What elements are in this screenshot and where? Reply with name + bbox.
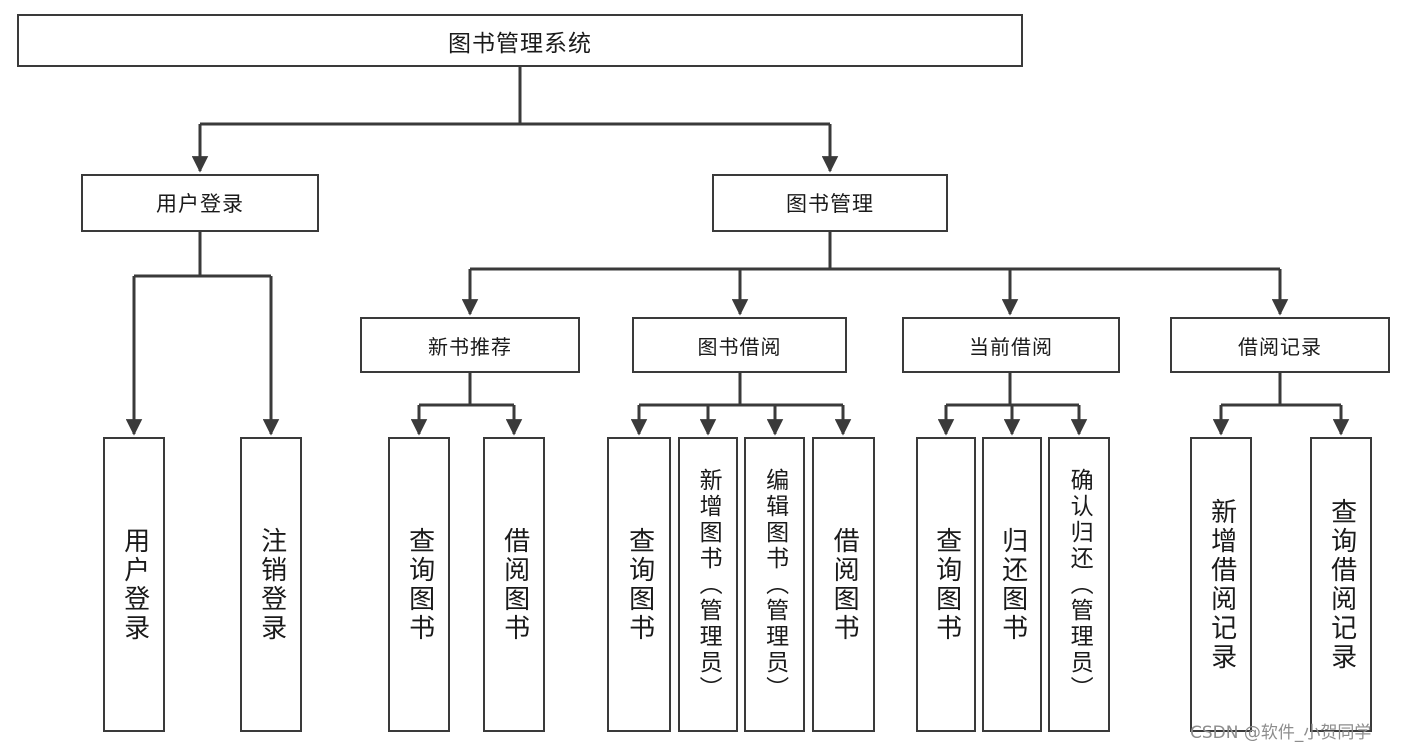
- node-root[interactable]: 图书管理系统: [17, 14, 1023, 67]
- node-borrow-records-label: 借阅记录: [1238, 334, 1322, 359]
- node-root-label: 图书管理系统: [448, 30, 592, 57]
- node-leaf-borrow-book-new[interactable]: 借阅图书: [483, 437, 545, 732]
- node-leaf-label: 归还图书: [997, 526, 1028, 643]
- node-leaf-add-borrow-record[interactable]: 新增借阅记录: [1190, 437, 1252, 732]
- node-new-book-recommend-label: 新书推荐: [428, 334, 512, 359]
- node-leaf-label: 用户登录: [119, 526, 150, 643]
- node-leaf-label: 确认归还（管理员）: [1066, 467, 1093, 702]
- node-leaf-label: 借阅图书: [499, 526, 530, 643]
- node-leaf-borrow-book[interactable]: 借阅图书: [812, 437, 875, 732]
- node-leaf-add-book-admin[interactable]: 新增图书（管理员）: [678, 437, 738, 732]
- node-leaf-confirm-return-admin[interactable]: 确认归还（管理员）: [1048, 437, 1110, 732]
- node-leaf-label: 查询图书: [931, 526, 962, 643]
- node-leaf-query-borrow-record[interactable]: 查询借阅记录: [1310, 437, 1372, 732]
- node-leaf-label: 查询图书: [624, 526, 655, 643]
- node-current-borrow-label: 当前借阅: [969, 334, 1053, 359]
- node-leaf-label: 新增借阅记录: [1206, 497, 1237, 672]
- node-leaf-label: 查询图书: [404, 526, 435, 643]
- node-book-management[interactable]: 图书管理: [712, 174, 948, 232]
- node-new-book-recommend[interactable]: 新书推荐: [360, 317, 580, 373]
- node-leaf-query-book-current[interactable]: 查询图书: [916, 437, 976, 732]
- node-leaf-return-book[interactable]: 归还图书: [982, 437, 1042, 732]
- node-leaf-label: 编辑图书（管理员）: [761, 467, 788, 702]
- node-book-management-label: 图书管理: [786, 192, 874, 216]
- node-leaf-label: 查询借阅记录: [1326, 497, 1357, 672]
- node-user-login[interactable]: 用户登录: [81, 174, 319, 232]
- node-borrow-records[interactable]: 借阅记录: [1170, 317, 1390, 373]
- node-current-borrow[interactable]: 当前借阅: [902, 317, 1120, 373]
- node-leaf-logout[interactable]: 注销登录: [240, 437, 302, 732]
- node-leaf-label: 借阅图书: [829, 526, 860, 643]
- node-user-login-label: 用户登录: [156, 192, 244, 216]
- node-leaf-label: 注销登录: [256, 526, 287, 643]
- node-leaf-query-book-borrow[interactable]: 查询图书: [607, 437, 671, 732]
- node-leaf-label: 新增图书（管理员）: [695, 467, 722, 702]
- watermark: CSDN @软件_小贺同学: [1190, 723, 1372, 743]
- node-leaf-edit-book-admin[interactable]: 编辑图书（管理员）: [744, 437, 805, 732]
- node-leaf-user-login[interactable]: 用户登录: [103, 437, 165, 732]
- node-book-borrow-label: 图书借阅: [697, 334, 782, 359]
- node-book-borrow[interactable]: 图书借阅: [632, 317, 847, 373]
- node-leaf-query-book-new[interactable]: 查询图书: [388, 437, 450, 732]
